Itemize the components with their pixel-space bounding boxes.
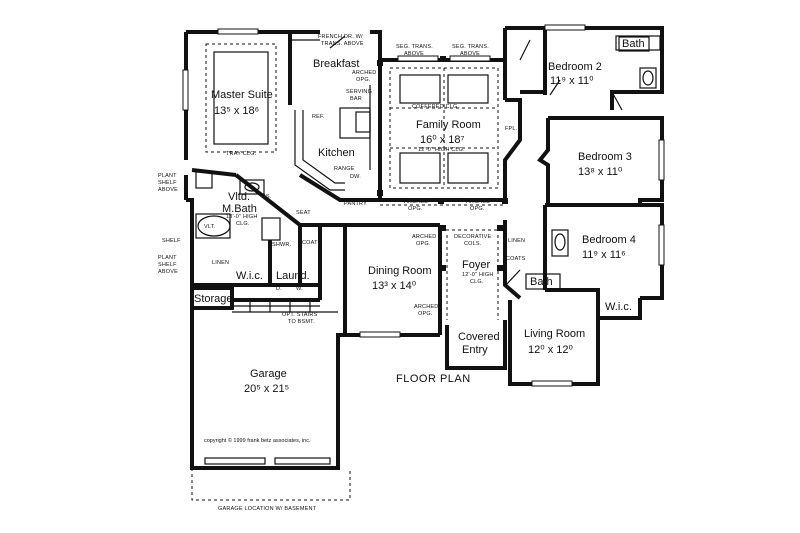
note: TRANS. ABOVE bbox=[321, 41, 364, 47]
bath-top-label: Bath bbox=[622, 38, 645, 50]
note: COATS bbox=[506, 256, 526, 262]
note: FPL. bbox=[505, 126, 518, 132]
note: SEG. TRANS. bbox=[396, 44, 433, 50]
notes: FRENCH DR. W/ TRANS. ABOVE SEG. TRANS. A… bbox=[158, 34, 526, 325]
foyer-label: Foyer bbox=[462, 259, 490, 271]
garage-dim: 20⁵ x 21⁵ bbox=[244, 383, 289, 395]
details bbox=[182, 24, 665, 501]
note: DW. bbox=[350, 174, 361, 180]
note: ABOVE bbox=[460, 51, 480, 57]
living-room-label: Living Room bbox=[524, 328, 585, 340]
covered-label: Covered bbox=[458, 331, 500, 343]
note: COFFERED CLG. bbox=[412, 104, 459, 110]
note: ABOVE bbox=[158, 187, 178, 193]
wic-2-label: W.i.c. bbox=[605, 301, 632, 313]
note: SHELF bbox=[158, 180, 177, 186]
master-suite-label: Master Suite bbox=[211, 89, 273, 101]
master-suite-dim: 13⁵ x 18⁶ bbox=[214, 105, 259, 117]
dining-room-label: Dining Room bbox=[368, 265, 432, 277]
note: 13'-0" HIGH bbox=[226, 214, 258, 220]
note: COLS. bbox=[464, 241, 482, 247]
note: TO BSMT. bbox=[288, 319, 315, 325]
note: ABOVE bbox=[404, 51, 424, 57]
note: D. bbox=[276, 286, 282, 292]
note: OPG. bbox=[470, 206, 485, 212]
laundry-label: Laund. bbox=[276, 270, 310, 282]
note: PLANT bbox=[158, 255, 177, 261]
note: OPG. bbox=[408, 206, 423, 212]
mbath-label: M.Bath bbox=[222, 203, 257, 215]
note: SEG. TRANS. bbox=[452, 44, 489, 50]
vltd-label: Vltd. bbox=[228, 191, 250, 203]
note: OPG. bbox=[416, 241, 431, 247]
garage-label: Garage bbox=[250, 368, 287, 380]
note: TRAY CLG. bbox=[226, 151, 257, 157]
family-room-label: Family Room bbox=[416, 119, 481, 131]
note: FRENCH DR. W/ bbox=[318, 34, 363, 40]
note: ARCHED bbox=[412, 234, 436, 240]
note: REF. bbox=[312, 114, 325, 120]
bedroom-2-label: Bedroom 2 bbox=[548, 61, 602, 73]
note: COATS bbox=[302, 240, 322, 246]
entry-label: Entry bbox=[462, 344, 488, 356]
bedroom-3-dim: 13⁸ x 11⁰ bbox=[578, 166, 623, 178]
note: SERVING bbox=[346, 89, 372, 95]
note: OPT. STAIRS bbox=[282, 312, 318, 318]
note: SHWR. bbox=[272, 242, 292, 248]
note: KS. bbox=[262, 194, 272, 200]
storage-label: Storage bbox=[194, 293, 233, 305]
note: 12'-0" HIGH CLG. bbox=[418, 147, 465, 153]
copyright-note: copyright © 1999 frank betz associates, … bbox=[204, 437, 311, 444]
breakfast-label: Breakfast bbox=[313, 58, 359, 70]
note: BAR bbox=[350, 96, 362, 102]
bedroom-4-dim: 11⁹ x 11⁶ bbox=[582, 249, 626, 261]
note: SHELF bbox=[158, 262, 177, 268]
note: 12'-0" HIGH bbox=[462, 272, 494, 278]
note: ARCHED bbox=[414, 304, 438, 310]
note: ARCHED bbox=[352, 70, 376, 76]
family-room-dim: 16⁰ x 18⁷ bbox=[420, 134, 464, 146]
note: OPG. bbox=[418, 311, 433, 317]
dining-room-dim: 13³ x 14⁰ bbox=[372, 280, 417, 292]
note: CLG. bbox=[470, 279, 484, 285]
note: W. bbox=[296, 286, 303, 292]
note: DECORATIVE bbox=[454, 234, 491, 240]
plan-title: FLOOR PLAN bbox=[396, 373, 471, 385]
note: PLANT bbox=[158, 173, 177, 179]
note: PANTRY bbox=[344, 201, 367, 207]
garage-location-note: GARAGE LOCATION W/ BASEMENT bbox=[218, 506, 317, 512]
bedroom-4-label: Bedroom 4 bbox=[582, 234, 636, 246]
bedroom-2-dim: 11⁹ x 11⁰ bbox=[550, 75, 594, 87]
note: ARCHED bbox=[466, 199, 490, 205]
note: VLT. bbox=[204, 224, 216, 230]
wic-1-label: W.i.c. bbox=[236, 270, 263, 282]
living-room-dim: 12⁰ x 12⁰ bbox=[528, 344, 573, 356]
bedroom-3-label: Bedroom 3 bbox=[578, 151, 632, 163]
note: RANGE bbox=[334, 166, 355, 172]
bath-mid-label: Bath bbox=[530, 276, 553, 288]
note: LINEN bbox=[508, 238, 525, 244]
note: ARCHED bbox=[404, 199, 428, 205]
note: LINEN bbox=[212, 260, 229, 266]
note: ABOVE bbox=[158, 269, 178, 275]
kitchen-label: Kitchen bbox=[318, 147, 355, 159]
note: SHELF bbox=[162, 238, 181, 244]
note: SEAT bbox=[296, 210, 311, 216]
note: CLG. bbox=[236, 221, 250, 227]
note: OPG. bbox=[356, 77, 371, 83]
